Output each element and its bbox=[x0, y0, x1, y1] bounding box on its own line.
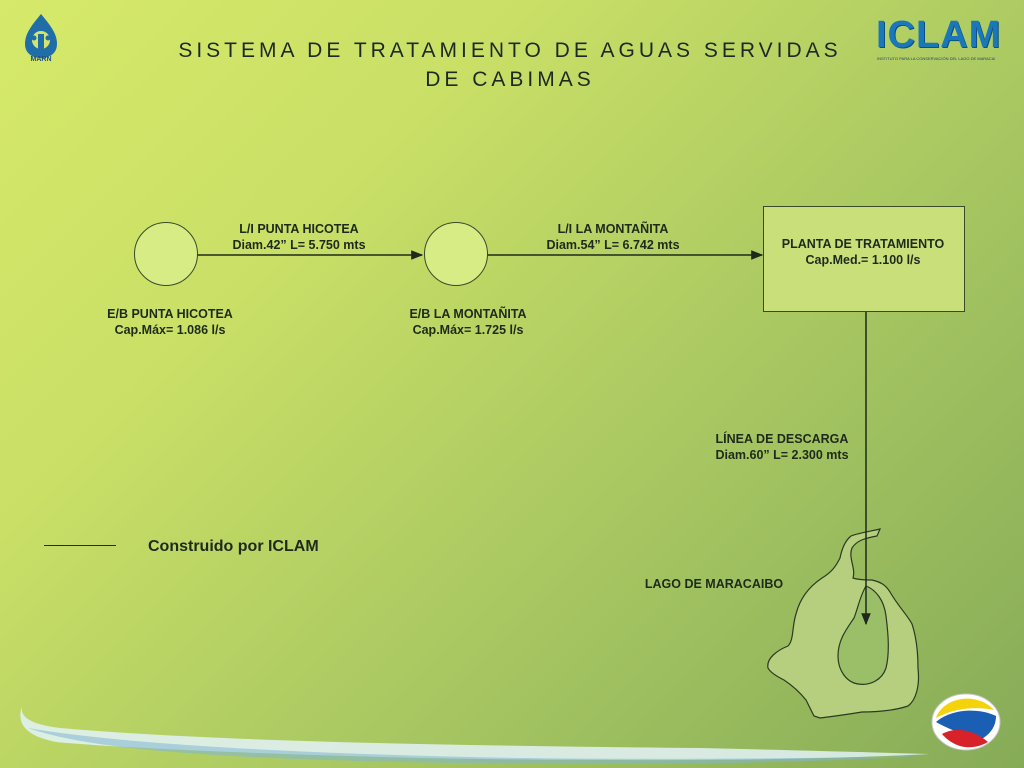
globe-logo-icon bbox=[931, 693, 1001, 751]
lake-shape bbox=[767, 528, 920, 719]
node-la-montanita bbox=[424, 222, 488, 286]
page-title: SISTEMA DE TRATAMIENTO DE AGUAS SERVIDAS… bbox=[150, 36, 870, 94]
pipe-label-la-montanita-line-2: Diam.54” L= 6.742 mts bbox=[546, 238, 680, 252]
title-line-2: DE CABIMAS bbox=[425, 68, 595, 91]
station-label-punta-hicotea: E/B PUNTA HICOTEA Cap.Máx= 1.086 l/s bbox=[70, 306, 270, 338]
station-label-punta-hicotea-line-1: E/B PUNTA HICOTEA bbox=[107, 307, 233, 321]
title-line-1: SISTEMA DE TRATAMIENTO DE AGUAS SERVIDAS bbox=[178, 39, 842, 62]
legend-label: Construido por ICLAM bbox=[148, 538, 319, 555]
pipe-label-punta-hicotea: L/I PUNTA HICOTEA Diam.42” L= 5.750 mts bbox=[199, 221, 399, 253]
pipe-label-descarga-line-2: Diam.60” L= 2.300 mts bbox=[715, 448, 849, 462]
plant-label-line-1: PLANTA DE TRATAMIENTO bbox=[781, 237, 945, 251]
marn-logo-text: MARN bbox=[30, 56, 52, 63]
pipe-label-punta-hicotea-line-2: Diam.42” L= 5.750 mts bbox=[232, 238, 366, 252]
pipe-label-punta-hicotea-line-1: L/I PUNTA HICOTEA bbox=[239, 222, 359, 236]
station-label-la-montanita-line-2: Cap.Máx= 1.725 l/s bbox=[412, 323, 524, 337]
legend-line-sample bbox=[44, 545, 116, 546]
node-punta-hicotea bbox=[134, 222, 198, 286]
treatment-plant-box bbox=[763, 206, 965, 312]
iclam-logo-text: ICLAM bbox=[876, 14, 1002, 56]
pipe-label-descarga-line-1: LÍNEA DE DESCARGA bbox=[715, 432, 849, 446]
station-label-punta-hicotea-line-2: Cap.Máx= 1.086 l/s bbox=[114, 323, 226, 337]
decorative-swoosh-shadow bbox=[28, 728, 920, 764]
station-label-la-montanita-line-1: E/B LA MONTAÑITA bbox=[409, 307, 527, 321]
pipe-label-la-montanita-line-1: L/I LA MONTAÑITA bbox=[557, 222, 669, 236]
plant-label-line-2: Cap.Med.= 1.100 l/s bbox=[805, 253, 921, 267]
lake-label: LAGO DE MARACAIBO bbox=[644, 577, 784, 591]
lake-inner-shape bbox=[837, 585, 889, 685]
pipe-label-descarga: LÍNEA DE DESCARGA Diam.60” L= 2.300 mts bbox=[682, 431, 882, 463]
plant-label: PLANTA DE TRATAMIENTO Cap.Med.= 1.100 l/… bbox=[763, 236, 963, 268]
station-label-la-montanita: E/B LA MONTAÑITA Cap.Máx= 1.725 l/s bbox=[368, 306, 568, 338]
pipe-label-la-montanita: L/I LA MONTAÑITA Diam.54” L= 6.742 mts bbox=[513, 221, 713, 253]
iclam-logo-subtitle: INSTITUTO PARA LA CONSERVACIÓN DEL LAGO … bbox=[877, 56, 995, 61]
decorative-swoosh bbox=[20, 706, 930, 761]
